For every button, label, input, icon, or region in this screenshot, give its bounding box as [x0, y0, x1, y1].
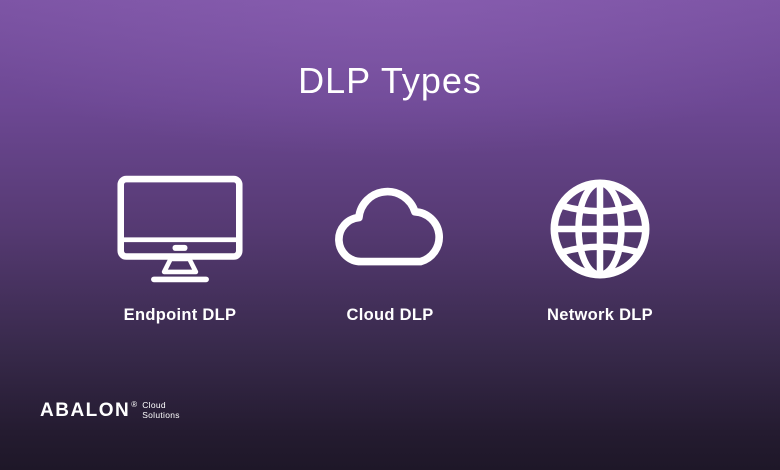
dlp-item-network: Network DLP — [521, 170, 679, 325]
dlp-label-endpoint: Endpoint DLP — [123, 306, 237, 324]
logo-registered-mark: ® — [131, 399, 138, 409]
globe-icon — [544, 170, 656, 288]
logo-tagline: Cloud Solutions — [142, 400, 180, 421]
dlp-label-network: Network DLP — [547, 306, 653, 324]
abalon-logo: ABALON ® Cloud Solutions — [40, 400, 180, 422]
cloud-icon — [323, 170, 457, 288]
monitor-icon — [114, 170, 246, 288]
page-title: DLP Types — [298, 60, 482, 101]
dlp-label-cloud: Cloud DLP — [346, 306, 434, 324]
logo-tagline-line1: Cloud — [142, 400, 166, 411]
dlp-item-endpoint: Endpoint DLP — [101, 170, 259, 325]
dlp-item-cloud: Cloud DLP — [311, 170, 469, 325]
dlp-types-row: Endpoint DLP Cloud DLP — [0, 170, 780, 325]
logo-tagline-line2: Solutions — [142, 410, 180, 420]
logo-brand-text: ABALON — [40, 400, 131, 421]
